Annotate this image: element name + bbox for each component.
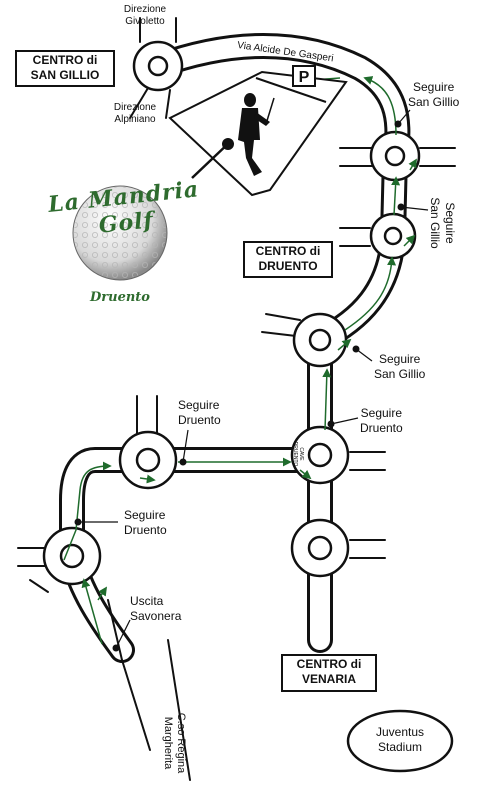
- venaria-box: [281, 654, 377, 692]
- note-follow-druento-3: Seguire Druento: [124, 508, 167, 537]
- venaria-label: CENTRO di VENARIA: [296, 657, 362, 686]
- note-follow-san-gillio-3: Seguire San Gillio: [374, 352, 426, 381]
- marker-dot: [74, 518, 82, 526]
- druento-box: [243, 241, 333, 278]
- san-gillio-label: CENTRO di SAN GILLIO: [30, 53, 100, 82]
- direction-givoletto: Direzione Givoletto: [123, 4, 167, 27]
- golfer-icon: [238, 93, 275, 176]
- la-mandria-golf-logo: [72, 185, 168, 281]
- note-follow-druento-2: Seguire Druento: [178, 398, 221, 427]
- note-follow-san-gillio-1: Seguire San Gillio: [408, 80, 460, 109]
- marker-dot: [397, 203, 405, 211]
- note-follow-san-gillio-2: Seguire San Gillio: [428, 197, 457, 249]
- stadium-oval: [346, 709, 454, 773]
- marker-dot: [327, 420, 335, 428]
- direction-alpignano: Direzione Alpiniano: [113, 102, 157, 125]
- logo-subtitle: Druento: [90, 290, 150, 305]
- druento-label: CENTRO di DRUENTO: [255, 244, 321, 273]
- marker-dot: [112, 644, 120, 652]
- marker-dot: [352, 345, 360, 353]
- street-label: Via Alcide De Gasperi: [236, 40, 335, 65]
- marker-dot: [394, 120, 402, 128]
- note-corso-regina-margherita: C.so Regina Margherita: [162, 712, 187, 774]
- note-exit-savonera: Uscita Savonera: [130, 594, 182, 623]
- note-follow-druento-1: Seguire Druento: [360, 406, 403, 435]
- parking-label: P: [299, 69, 310, 86]
- marker-dot: [179, 458, 187, 466]
- roads: [17, 17, 456, 781]
- route-arrows: [97, 158, 417, 601]
- san-gillio-box: [15, 50, 115, 87]
- golf-course-area: [168, 70, 348, 197]
- parking-sign: P: [292, 65, 316, 87]
- note-cave-druento: CAVE DRUENTO: [292, 441, 304, 467]
- stadium-label: Juventus Stadium: [375, 725, 425, 754]
- logo-title: La Mandria Golf: [46, 176, 201, 239]
